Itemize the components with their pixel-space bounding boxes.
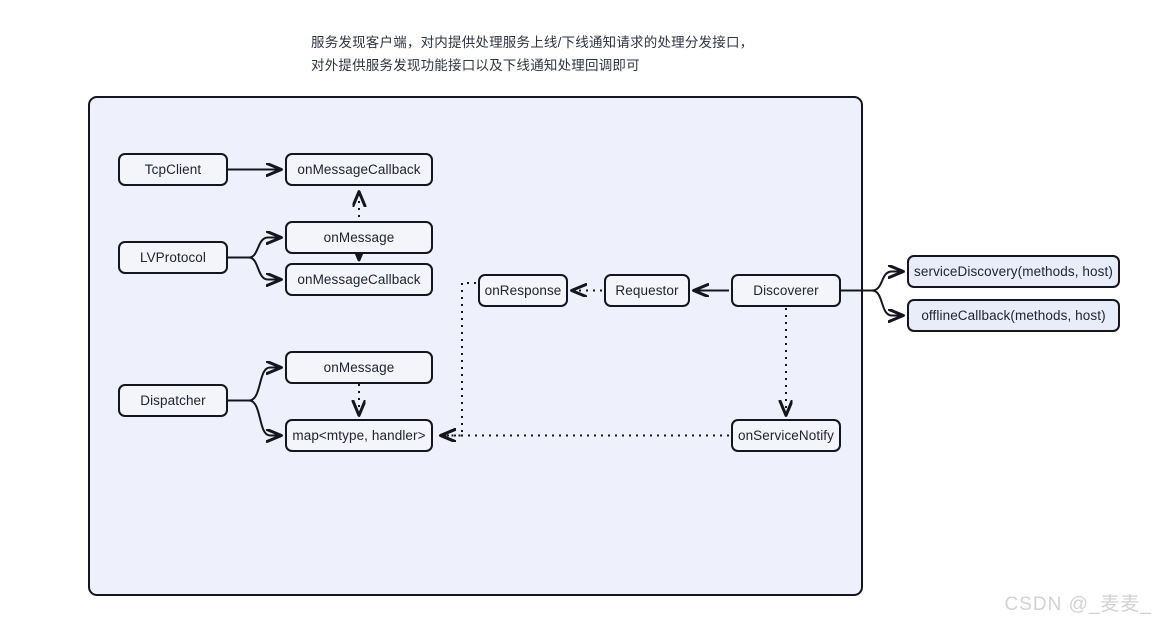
node-onresponse[interactable]: onResponse (478, 274, 568, 307)
node-map-mtype-handler[interactable]: map<mtype, handler> (285, 419, 433, 452)
node-label: serviceDiscovery(methods, host) (914, 264, 1113, 279)
node-label: Requestor (615, 283, 679, 298)
node-label: onMessage (323, 230, 395, 245)
csdn-watermark: CSDN @_麦麦_ (1004, 594, 1152, 615)
node-label: onMessageCallback (297, 162, 421, 177)
node-label: LVProtocol (139, 250, 207, 265)
node-label: onMessageCallback (297, 272, 421, 287)
node-onmessagecallback-lvprotocol[interactable]: onMessageCallback (285, 263, 433, 296)
node-onmessagecallback-tcp[interactable]: onMessageCallback (285, 153, 433, 186)
diagram-caption: 服务发现客户端，对内提供处理服务上线/下线通知请求的处理分发接口， 对外提供服务… (311, 35, 754, 73)
node-tcpclient[interactable]: TcpClient (118, 153, 228, 186)
node-label: TcpClient (144, 162, 202, 177)
node-onservicenotify[interactable]: onServiceNotify (731, 419, 841, 452)
node-label: Discoverer (753, 283, 819, 298)
node-offlinecallback[interactable]: offlineCallback(methods, host) (907, 299, 1120, 332)
node-lvprotocol[interactable]: LVProtocol (118, 241, 228, 274)
node-label: onResponse (484, 283, 562, 298)
node-requestor[interactable]: Requestor (604, 274, 690, 307)
node-dispatcher[interactable]: Dispatcher (118, 384, 228, 417)
node-onmessage-lvprotocol[interactable]: onMessage (285, 221, 433, 254)
node-label: map<mtype, handler> (292, 428, 426, 443)
node-label: onMessage (323, 360, 395, 375)
node-label: Dispatcher (140, 393, 206, 408)
node-onmessage-dispatcher[interactable]: onMessage (285, 351, 433, 384)
node-label: onServiceNotify (737, 428, 835, 443)
node-servicediscovery[interactable]: serviceDiscovery(methods, host) (907, 255, 1120, 288)
node-discoverer[interactable]: Discoverer (731, 274, 841, 307)
node-label: offlineCallback(methods, host) (921, 308, 1106, 323)
